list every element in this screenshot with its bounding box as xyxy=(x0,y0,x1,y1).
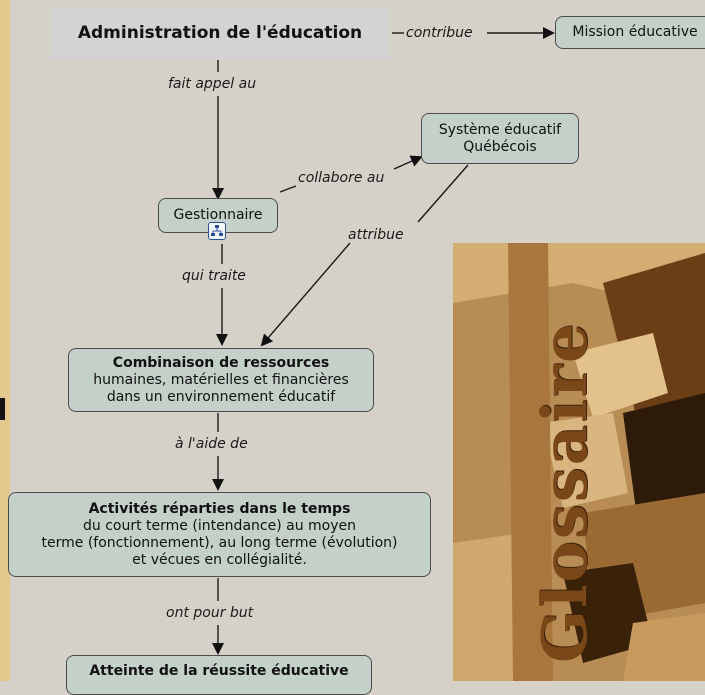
left-edge-mark xyxy=(0,398,5,420)
link-qui-traite: qui traite xyxy=(182,268,246,284)
link-a-l-aide-de: à l'aide de xyxy=(175,436,248,452)
node-activites-line2: terme (fonctionnement), au long terme (é… xyxy=(41,534,398,551)
left-border-strip xyxy=(0,0,10,681)
node-systeme[interactable]: Système éducatif Québécois xyxy=(421,113,579,164)
node-administration-label: Administration de l'éducation xyxy=(77,23,363,43)
concept-map-edges xyxy=(212,27,555,655)
node-combinaison[interactable]: Combinaison de ressources humaines, maté… xyxy=(68,348,374,412)
node-mission[interactable]: Mission éducative xyxy=(555,16,705,49)
node-gestionnaire-label: Gestionnaire xyxy=(173,207,263,223)
link-fait-appel-au: fait appel au xyxy=(168,76,257,92)
node-administration[interactable]: Administration de l'éducation xyxy=(50,7,390,59)
node-activites-line3: et vécues en collégialité. xyxy=(132,551,307,568)
edge-collabore-systeme xyxy=(393,155,423,170)
node-activites-title: Activités réparties dans le temps xyxy=(88,500,351,517)
glossaire-word: Glossaire xyxy=(528,321,601,663)
glossaire-photo: Glossaire xyxy=(453,243,705,681)
edge-gestionnaire-collabore xyxy=(279,185,297,193)
node-activites-line1: du court terme (intendance) au moyen xyxy=(83,517,356,534)
edge-systeme-attribue xyxy=(417,164,469,223)
node-combinaison-line2: dans un environnement éducatif xyxy=(106,388,336,405)
node-systeme-line1: Système éducatif xyxy=(438,121,562,138)
node-atteinte[interactable]: Atteinte de la réussite éducative xyxy=(66,655,372,695)
link-ont-pour-but: ont pour but xyxy=(166,605,254,621)
edge-attribue-combinaison xyxy=(260,242,351,347)
link-attribue: attribue xyxy=(348,227,404,243)
node-mission-label: Mission éducative xyxy=(572,24,698,40)
link-contribue: contribue xyxy=(406,25,473,41)
node-combinaison-line1: humaines, matérielles et financières xyxy=(93,371,349,388)
node-activites[interactable]: Activités réparties dans le temps du cou… xyxy=(8,492,431,577)
node-systeme-line2: Québécois xyxy=(463,138,537,155)
hierarchy-icon[interactable] xyxy=(208,222,226,240)
node-atteinte-label: Atteinte de la réussite éducative xyxy=(89,663,349,679)
link-collabore-au: collabore au xyxy=(298,170,385,186)
node-combinaison-title: Combinaison de ressources xyxy=(112,354,330,371)
